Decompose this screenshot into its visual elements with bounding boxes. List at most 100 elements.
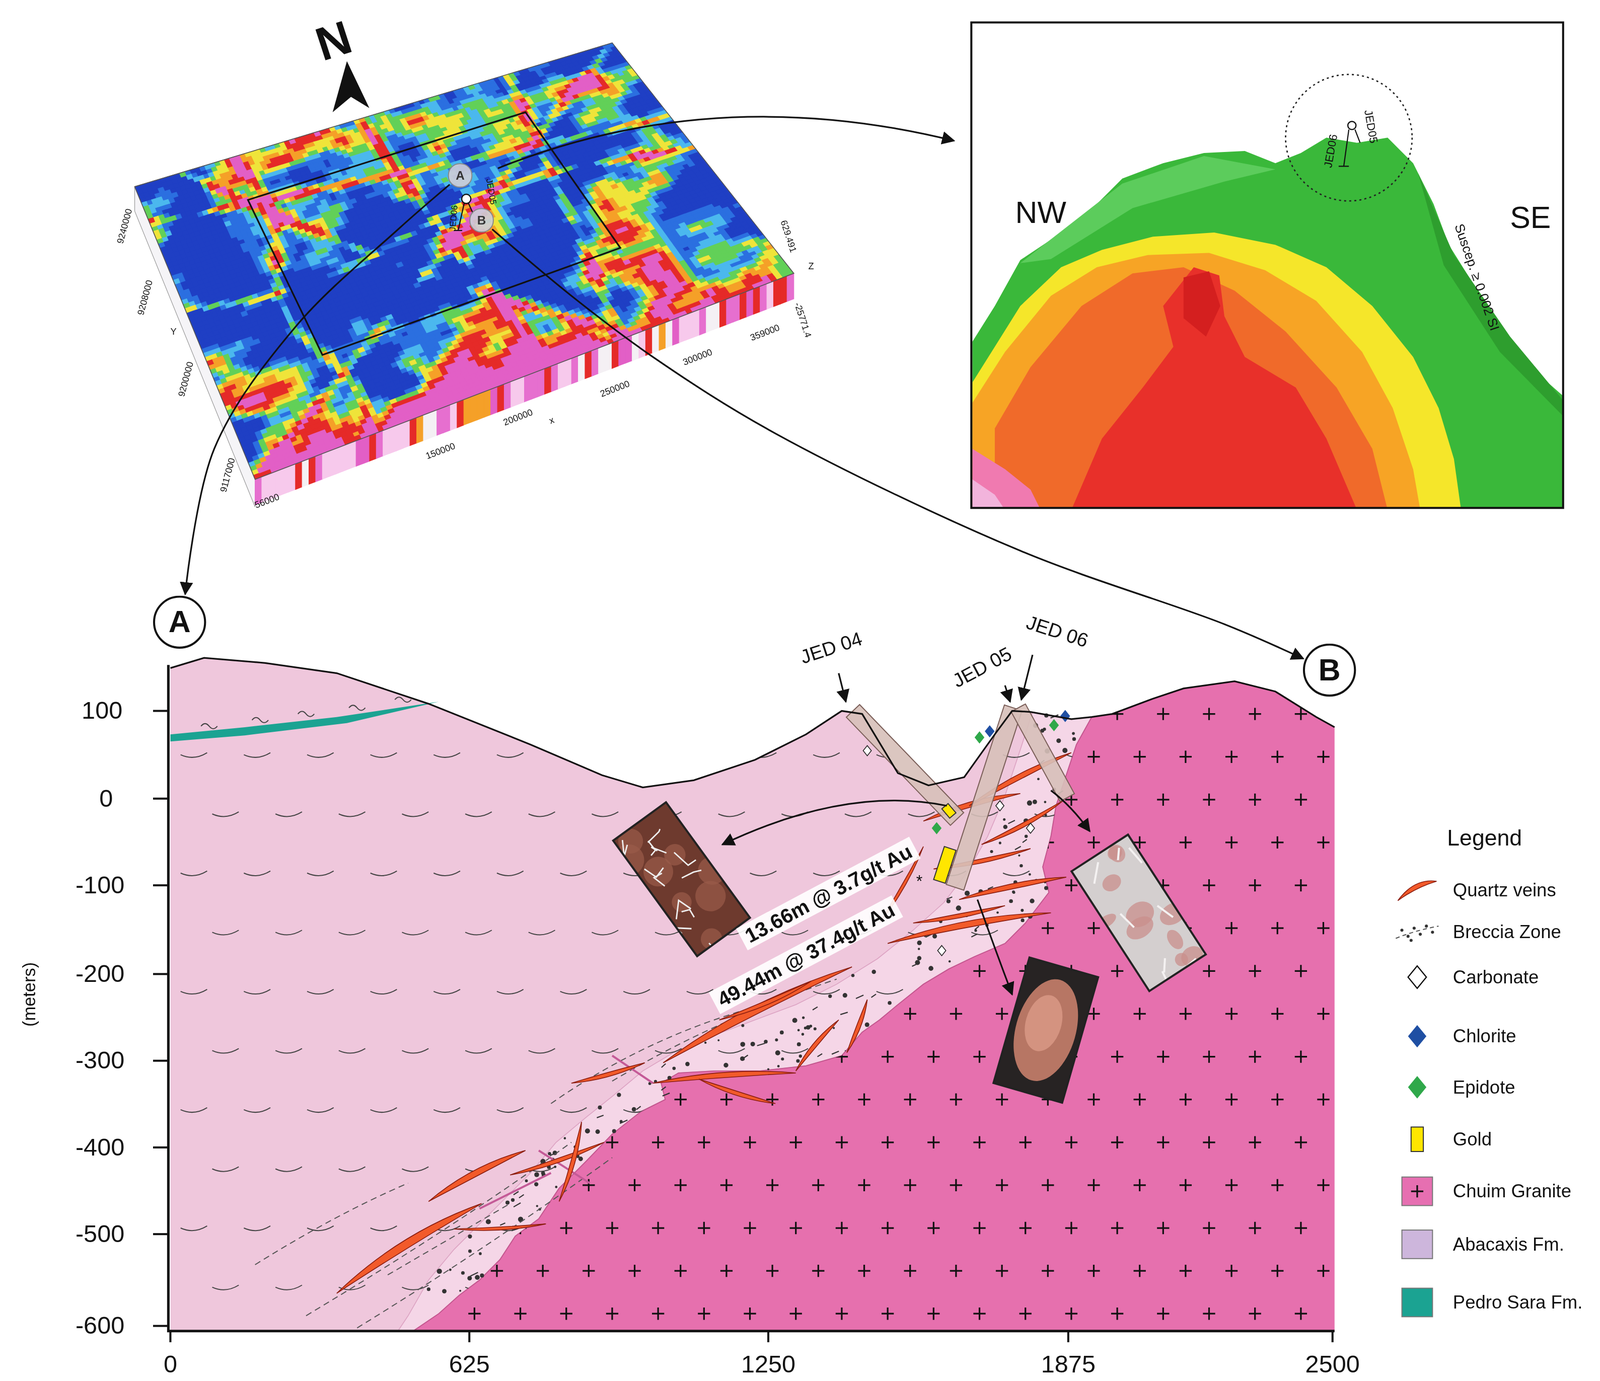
granite-crosses — [1249, 1307, 1262, 1321]
breccia-fragments — [1044, 801, 1047, 804]
drill-hole — [946, 705, 1022, 891]
granite-crosses — [1156, 1307, 1170, 1321]
breccia-fragments — [636, 1106, 641, 1110]
granite-crosses — [1019, 1136, 1032, 1149]
breccia-fragments — [467, 1234, 472, 1240]
granite-crosses — [1249, 1222, 1262, 1235]
breccia-fragments — [971, 934, 978, 938]
foliation-marks — [275, 1167, 303, 1172]
foliation-marks — [496, 1108, 524, 1113]
legend-sample-part — [1406, 934, 1410, 938]
section-axes — [153, 665, 1335, 1343]
granite-crosses — [812, 1179, 825, 1192]
breccia-fragments — [485, 1219, 491, 1225]
legend-row: Carbonate — [1393, 961, 1539, 994]
map-front-face — [618, 337, 626, 367]
axis-number: 359000 — [749, 323, 782, 344]
granite-crosses — [789, 707, 803, 720]
granite-crosses — [789, 1307, 803, 1321]
granite-crosses — [536, 1007, 549, 1021]
granite-crosses — [1041, 836, 1054, 849]
foliation-marks — [212, 812, 240, 817]
map-front-face — [281, 466, 289, 495]
map-front-face — [645, 327, 652, 356]
foliation-marks — [813, 753, 840, 758]
foliation-marks — [180, 753, 208, 758]
legend-sample-part — [1418, 932, 1422, 936]
breccia-fragments — [541, 1171, 546, 1176]
core-photo — [613, 802, 751, 957]
section-axes — [153, 797, 169, 800]
section-axes — [153, 1060, 169, 1063]
granite-crosses — [1041, 1179, 1054, 1192]
breccia-fragments — [585, 1128, 591, 1134]
breccia-fragments — [597, 1105, 602, 1110]
foliation-marks — [781, 930, 809, 935]
foliation-wave — [298, 711, 315, 717]
granite-crosses — [995, 1007, 1008, 1021]
marker-letter: A — [168, 607, 191, 638]
foliation-marks — [560, 871, 588, 877]
granite-crosses — [766, 1094, 779, 1107]
granite-crosses — [1041, 1265, 1054, 1278]
axis-number: 100 — [81, 697, 123, 725]
legend-title: Legend — [1446, 826, 1522, 851]
core-photo — [1094, 911, 1119, 933]
breccia-fragments — [685, 1062, 690, 1067]
breccia-fragments — [661, 1086, 666, 1091]
map-front-face — [578, 353, 586, 382]
map-front-face — [564, 358, 572, 387]
legend-sample — [1411, 1127, 1424, 1152]
granite-crosses — [468, 707, 481, 720]
granite-crosses — [1179, 751, 1192, 764]
granite-crosses — [490, 922, 503, 935]
foliation-marks — [1002, 871, 1030, 877]
map-front-face — [383, 427, 390, 457]
breccia-fragments — [828, 994, 832, 999]
core-photo — [993, 958, 1099, 1104]
breccia-streak — [356, 1157, 613, 1329]
foliation-marks — [465, 812, 492, 817]
granite-crosses — [881, 793, 894, 807]
core-photo — [1163, 927, 1187, 953]
core-photo — [668, 897, 691, 920]
legend-row: Chlorite — [1393, 1020, 1516, 1054]
foliation-marks — [307, 871, 334, 877]
breccia-fragments — [774, 1038, 778, 1042]
section-axes — [153, 973, 169, 976]
breccia-fragments — [740, 1042, 746, 1048]
foliation-marks — [1287, 930, 1315, 935]
granite-crosses — [973, 879, 986, 892]
granite-crosses — [468, 1136, 481, 1149]
breccia-fragments — [661, 1064, 666, 1068]
granite-crosses — [1249, 793, 1262, 807]
breccia-fragments — [855, 995, 864, 999]
foliation-marks — [750, 871, 777, 877]
axis-number: 9240000 — [115, 207, 135, 246]
foliation-marks — [1287, 1285, 1315, 1291]
breccia-fragments — [1017, 854, 1021, 857]
core-photo — [1071, 834, 1206, 992]
inset-frame — [971, 22, 1563, 509]
foliation-marks — [781, 1167, 809, 1172]
granite-crosses — [422, 1307, 435, 1321]
legend-text: Pedro Sara Fm. — [1452, 1292, 1583, 1315]
core-photo — [993, 958, 1099, 1104]
breccia-fragments — [1032, 800, 1038, 805]
legend-swatch — [1393, 916, 1441, 950]
granite-crosses — [628, 1179, 641, 1192]
foliation-marks — [1160, 812, 1188, 817]
breccia-fragments — [887, 1001, 892, 1006]
foliation-marks — [908, 1048, 935, 1054]
foliation-marks — [275, 1285, 303, 1291]
granite-crosses — [1202, 1307, 1215, 1321]
granite-crosses — [1317, 836, 1330, 849]
quartz-vein — [959, 877, 1067, 901]
foliation-marks — [401, 930, 429, 935]
quartz-vein — [454, 1224, 546, 1231]
foliation-marks — [560, 753, 588, 758]
map-front-face — [652, 324, 660, 353]
granite-crosses — [904, 1265, 917, 1278]
map-front-face — [335, 446, 343, 475]
